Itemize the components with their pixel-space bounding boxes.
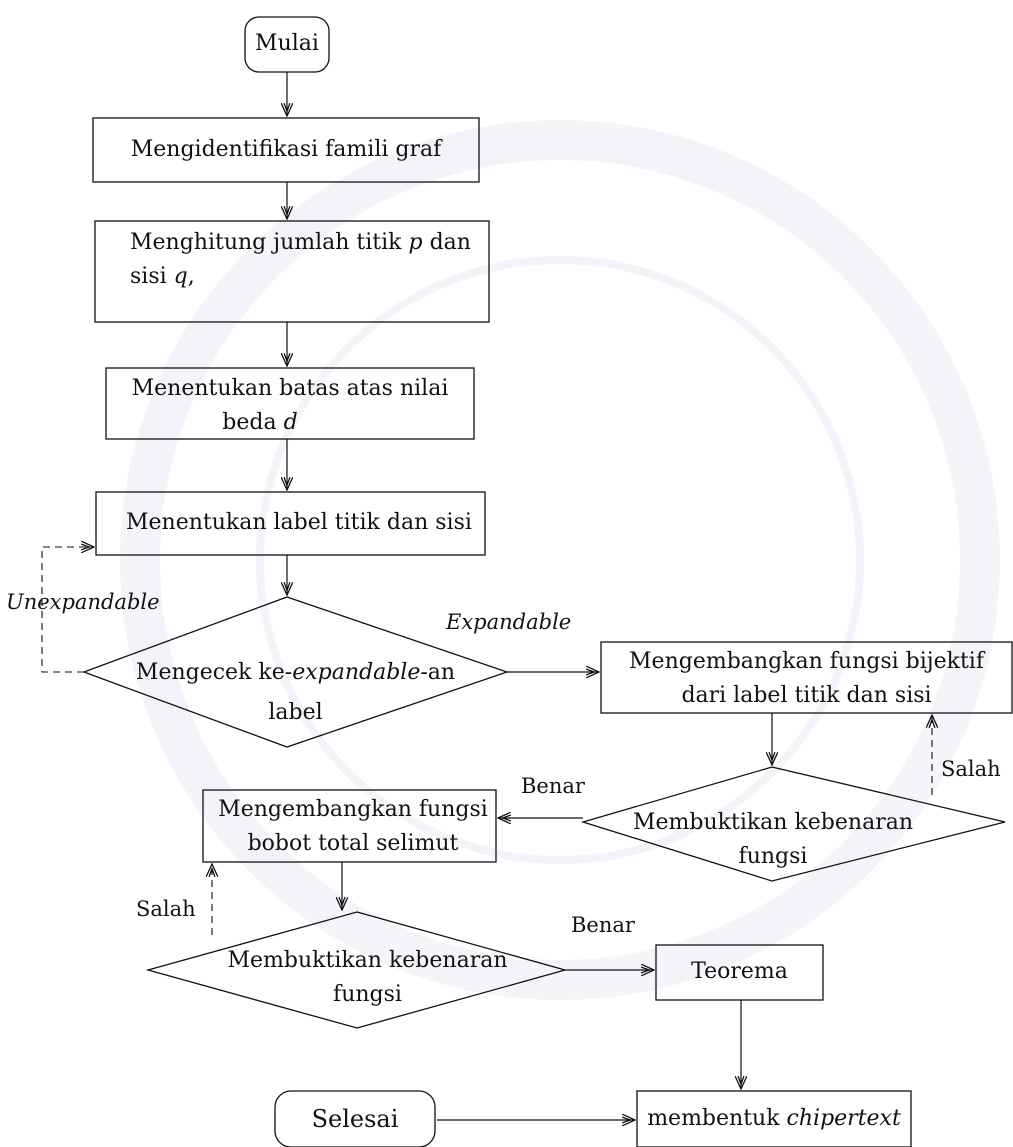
- theorem-text: Teorema: [691, 959, 788, 984]
- total-weight-line-2: bobot total selimut: [247, 831, 459, 856]
- prove2-line-2: fungsi: [333, 982, 402, 1007]
- upper-bound-line-1: Menentukan batas atas nilai: [131, 376, 449, 401]
- check-line-1: Mengecek ke-expandable-an: [84, 656, 507, 690]
- upper-bound-var-d: d: [283, 410, 298, 435]
- upper-bound-line-2: beda d: [106, 406, 414, 440]
- theorem-node: [655, 944, 824, 1001]
- check-line-2: label: [268, 700, 323, 725]
- end-text: Selesai: [311, 1105, 399, 1133]
- unexpandable-label: Unexpandable: [6, 590, 160, 614]
- count-line-2: sisi q,: [130, 260, 485, 294]
- salah1-label: Salah: [941, 757, 1001, 781]
- theorem-label: Teorema: [656, 955, 823, 989]
- count-var-p: p: [408, 230, 423, 255]
- edge-unexpandable-loop: [41, 547, 94, 673]
- expandable-label: Expandable: [446, 610, 572, 634]
- count-var-q: q: [173, 264, 188, 289]
- start-text: Mulai: [255, 31, 319, 56]
- count-label: Menghitung jumlah titik p dan sisi q,: [130, 226, 485, 294]
- upper-bound-label: Menentukan batas atas nilai beda d: [106, 372, 474, 440]
- salah2-label: Salah: [136, 897, 196, 921]
- count-text-c: sisi: [130, 264, 174, 289]
- prove2-label: Membuktikan kebenaran fungsi: [190, 944, 545, 1012]
- bijective-line-1: Mengembangkan fungsi bijektif: [629, 649, 984, 674]
- total-weight-line-1: Mengembangkan fungsi: [218, 797, 488, 822]
- identify-label: Mengidentifikasi famili graf: [93, 133, 479, 167]
- check-text-b: -an: [420, 660, 456, 685]
- identify-node: [92, 117, 480, 183]
- bijective-node: [600, 641, 1013, 714]
- count-text-b: dan: [422, 230, 471, 255]
- check-label: Mengecek ke-expandable-an label: [84, 656, 507, 730]
- count-node: [94, 220, 490, 323]
- end-label: Selesai: [275, 1102, 435, 1136]
- prove1-decision-node: [580, 766, 1006, 882]
- labels-label: Menentukan label titik dan sisi: [126, 506, 472, 540]
- prove1-line-2: fungsi: [738, 844, 808, 869]
- watermark-seal: [120, 120, 1000, 1000]
- upper-bound-node: [105, 367, 475, 440]
- check-text-it: expandable: [292, 660, 421, 685]
- labels-node: [95, 491, 486, 556]
- ciphertext-label: membentuk chipertext: [637, 1102, 911, 1136]
- ciphertext-text-a: membentuk: [647, 1106, 787, 1131]
- benar1-label: Benar: [521, 774, 585, 798]
- labels-text: Menentukan label titik dan sisi: [126, 510, 472, 535]
- prove1-line-1: Membuktikan kebenaran: [632, 810, 914, 835]
- count-line-1: Menghitung jumlah titik p dan: [130, 226, 485, 260]
- count-text-d: ,: [187, 264, 195, 289]
- bijective-label: Mengembangkan fungsi bijektif dari label…: [601, 645, 1012, 713]
- check-decision-node: [82, 596, 510, 748]
- prove1-label: Membuktikan kebenaran fungsi: [583, 806, 963, 874]
- identify-text: Mengidentifikasi famili graf: [130, 137, 442, 162]
- total-weight-label: Mengembangkan fungsi bobot total selimut: [203, 793, 503, 861]
- count-text-a: Menghitung jumlah titik: [130, 230, 409, 255]
- benar2-label: Benar: [571, 913, 635, 937]
- prove2-decision-node: [145, 911, 568, 1029]
- bijective-line-2: dari label titik dan sisi: [681, 683, 932, 708]
- prove2-line-1: Membuktikan kebenaran: [227, 948, 508, 973]
- total-weight-node: [202, 789, 497, 863]
- upper-bound-text: beda: [222, 410, 284, 435]
- ciphertext-node: [636, 1090, 912, 1147]
- ciphertext-text-it: chipertext: [786, 1106, 901, 1131]
- start-label: Mulai: [245, 27, 329, 61]
- end-node: [274, 1090, 436, 1147]
- check-text-a: Mengecek ke-: [135, 660, 293, 685]
